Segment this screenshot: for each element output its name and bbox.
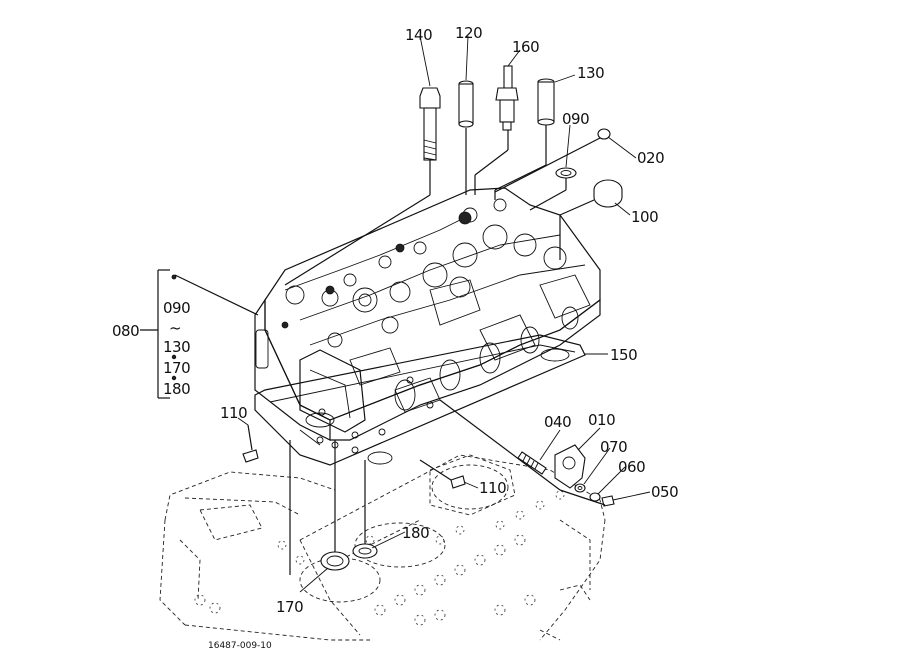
- washer-060: [589, 492, 601, 502]
- bracket-010: [554, 444, 586, 489]
- label-110-center: 110: [479, 479, 506, 497]
- label-110-left: 110: [220, 404, 247, 422]
- label-160: 160: [512, 38, 539, 56]
- glow-plug-160: [474, 65, 519, 195]
- label-060: 060: [618, 458, 645, 476]
- label-100: 100: [631, 208, 658, 226]
- cylinder-head: [254, 187, 601, 441]
- stud-040: [517, 451, 547, 475]
- label-010: 010: [588, 411, 615, 429]
- label-050: 050: [651, 483, 678, 501]
- washer-070: [574, 483, 586, 493]
- nut-050: [601, 495, 615, 507]
- bolt-110-center: [419, 459, 466, 489]
- bolt-110-left: [242, 424, 259, 463]
- leader-lines: [237, 35, 651, 593]
- seal-170: [320, 551, 350, 571]
- label-kit-080: 080: [112, 322, 139, 340]
- label-kit-130: 130: [163, 338, 190, 356]
- valve-guide-130: [494, 78, 555, 200]
- label-040: 040: [544, 413, 571, 431]
- label-170: 170: [276, 598, 303, 616]
- label-kit-tilde: ~: [169, 319, 181, 337]
- plug-020: [494, 128, 611, 193]
- valve-guide-120: [458, 80, 474, 195]
- label-130-top: 130: [577, 64, 604, 82]
- engine-block: [159, 454, 606, 641]
- label-kit-170: 170: [163, 359, 190, 377]
- label-kit-090: 090: [163, 299, 190, 317]
- label-090-top: 090: [562, 110, 589, 128]
- label-140: 140: [405, 26, 432, 44]
- figure-reference-number: 16487-009-10: [208, 641, 272, 651]
- label-070: 070: [600, 438, 627, 456]
- seal-180: [352, 543, 378, 559]
- kit-bracket-080: [140, 269, 177, 399]
- label-kit-180: 180: [163, 380, 190, 398]
- label-120: 120: [455, 24, 482, 42]
- seal-090: [529, 167, 577, 211]
- head-gasket: [254, 334, 586, 466]
- cap-100: [559, 179, 623, 260]
- label-150: 150: [610, 346, 637, 364]
- head-bolt-140: [284, 87, 441, 286]
- label-020: 020: [637, 149, 664, 167]
- label-180: 180: [402, 524, 429, 542]
